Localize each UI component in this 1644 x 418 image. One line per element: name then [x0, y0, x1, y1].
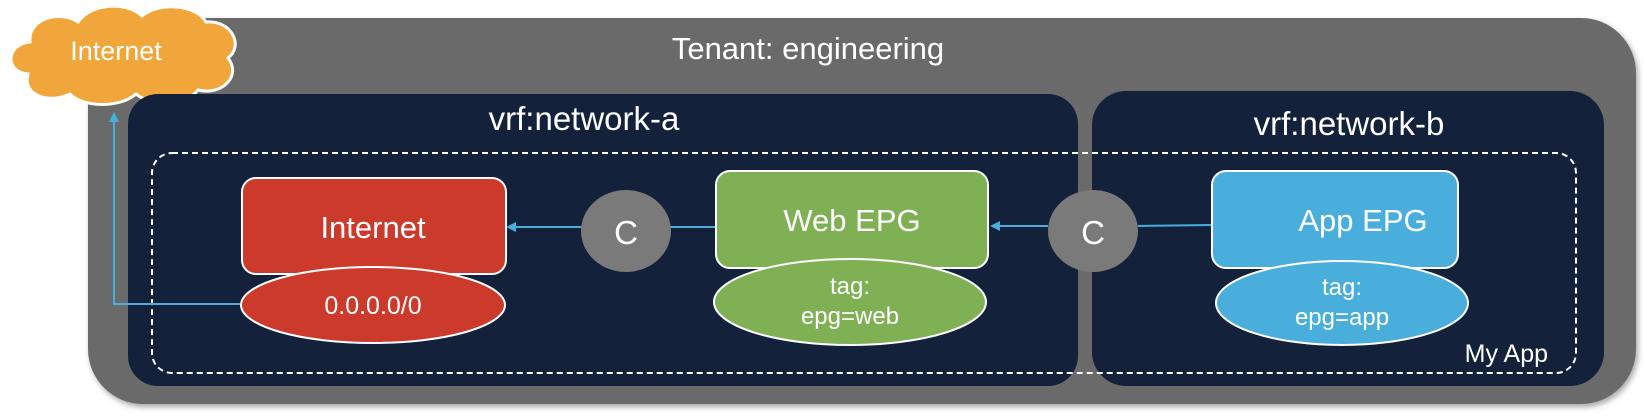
internet-epg-selector: [240, 266, 506, 344]
app-epg-selector-line2: epg=app: [1295, 304, 1389, 331]
app-epg-selector-line1: tag:: [1322, 274, 1362, 301]
internet-epg-selector-text: 0.0.0.0/0: [324, 292, 421, 320]
vrf-network-b-title: vrf:network-b: [1254, 105, 1445, 142]
web-epg-selector-line2: epg=web: [801, 303, 899, 330]
app-epg-selector: [1215, 260, 1469, 346]
connectors: [109, 112, 1213, 305]
internet-cloud-icon: Internet: [9, 4, 237, 106]
internet-epg: Internet 0.0.0.0/0: [240, 177, 507, 344]
tenant-title: Tenant: engineering: [672, 31, 944, 66]
web-epg-selector-line1: tag:: [830, 273, 870, 300]
app-epg: App EPG tag: epg=app: [1211, 170, 1469, 346]
web-epg-label: Web EPG: [783, 203, 920, 238]
cloud-label: Internet: [70, 36, 162, 66]
web-epg: Web EPG tag: epg=web: [713, 170, 989, 346]
app-to-contract-line: [1137, 224, 1213, 227]
contract-2-label: C: [1081, 214, 1105, 251]
web-epg-selector: [713, 258, 987, 346]
contract-app-web: C: [1048, 190, 1138, 272]
my-app-label: My App: [1465, 340, 1548, 368]
route-to-internet-line: [109, 112, 240, 305]
contract-web-internet: C: [581, 190, 671, 272]
internet-epg-label: Internet: [320, 210, 426, 245]
app-epg-label: App EPG: [1298, 203, 1427, 238]
vrf-network-a-title: vrf:network-a: [489, 100, 680, 137]
contract-1-label: C: [614, 214, 638, 251]
my-app-group: [151, 152, 1577, 374]
